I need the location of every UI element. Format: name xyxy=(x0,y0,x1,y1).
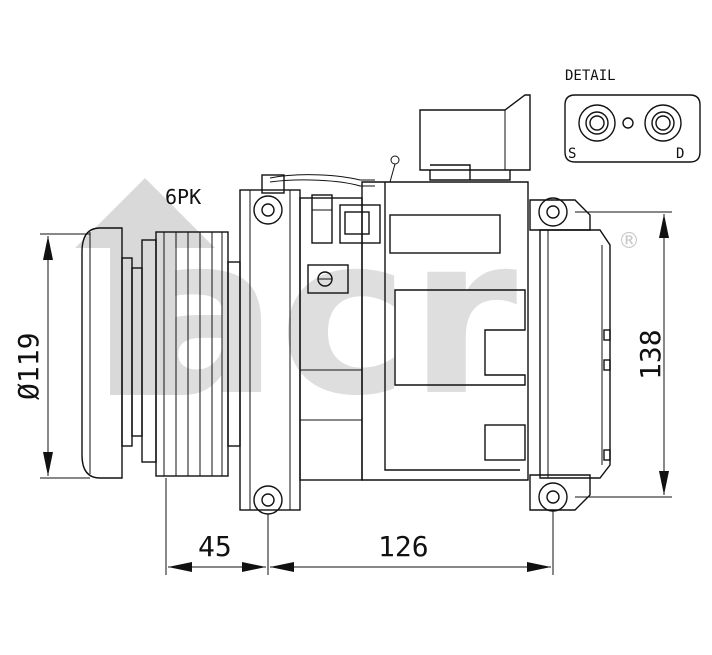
pulley xyxy=(155,231,241,477)
mount-bolt-bottom-rear xyxy=(529,474,591,512)
rear-head xyxy=(539,229,611,479)
pulley-label: 6PK xyxy=(165,185,201,209)
discharge-port-icon xyxy=(644,104,682,142)
height-dimension-text: 138 xyxy=(634,329,667,380)
mount-bolt-top-rear xyxy=(529,197,591,231)
suction-port-icon xyxy=(578,104,616,142)
detail-inset: DETAIL S D xyxy=(564,68,701,163)
compressor-body xyxy=(361,181,529,481)
length-dimension-text: 126 xyxy=(378,530,429,563)
offset-dimension-text: 45 xyxy=(198,530,232,563)
registered-mark: ® xyxy=(618,229,640,254)
port-manifold xyxy=(419,94,531,181)
detail-label: DETAIL xyxy=(565,68,616,84)
dimension-height: 138 xyxy=(575,211,672,498)
clutch-connector xyxy=(269,155,400,294)
dimension-horizontal: 45 126 xyxy=(165,478,554,575)
discharge-port-label: D xyxy=(676,146,684,162)
watermark-text: acr xyxy=(130,188,517,444)
detail-center-hole-icon xyxy=(622,117,634,129)
diameter-dimension-text: Ø119 xyxy=(12,333,45,400)
dimension-diameter: Ø119 xyxy=(12,233,90,479)
mount-bolt-top-front xyxy=(253,195,283,225)
suction-port-label: S xyxy=(568,146,576,162)
